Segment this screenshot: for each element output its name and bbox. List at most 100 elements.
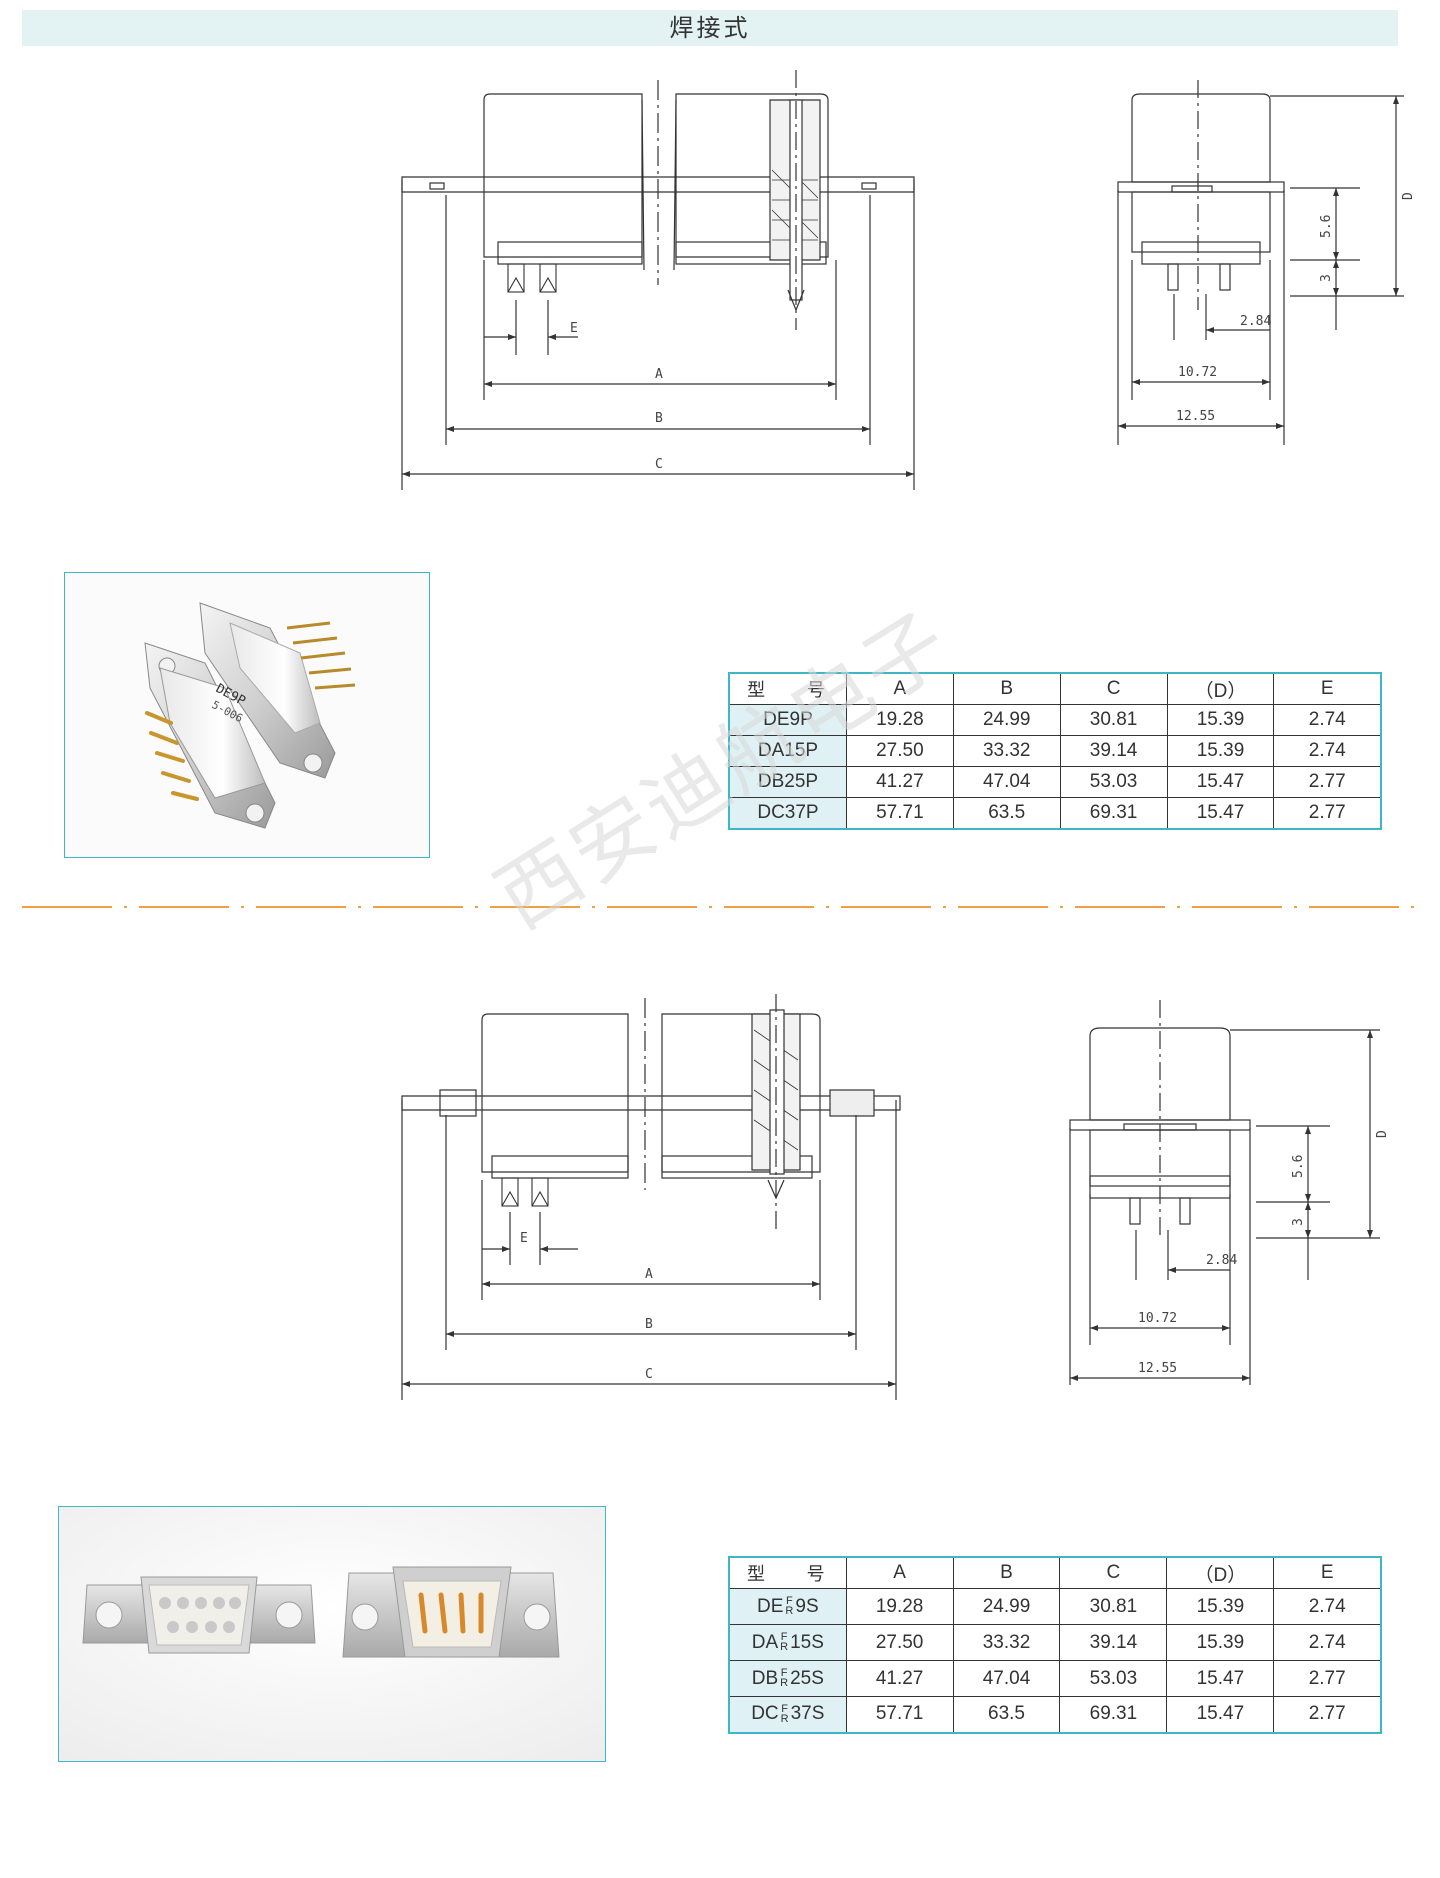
value-cell: 15.47 xyxy=(1166,1696,1275,1733)
value-cell: 57.71 xyxy=(845,1696,954,1733)
dim-label-c: C xyxy=(645,1367,653,1382)
value-cell: 15.39 xyxy=(1166,704,1275,736)
table-header-cell: B xyxy=(952,672,1061,705)
value-cell: 69.31 xyxy=(1059,1696,1168,1733)
value-cell: 2.77 xyxy=(1273,1696,1382,1733)
dim-label-pin: 2.84 xyxy=(1206,1253,1237,1268)
value-cell: 2.74 xyxy=(1273,704,1382,736)
table-row: DC37P 57.71 63.5 69.31 15.47 2.77 xyxy=(728,797,1382,830)
model-prefix: DA xyxy=(751,1631,779,1653)
value-cell: 47.04 xyxy=(952,1660,1061,1697)
model-cell: DB25P xyxy=(728,766,847,798)
dim-label-a: A xyxy=(655,367,663,382)
model-suffix: 15S xyxy=(790,1631,824,1653)
dim-label-e: E xyxy=(570,321,578,336)
model-suffix: 37S xyxy=(790,1703,825,1725)
dim-label-d: D xyxy=(1375,1130,1390,1138)
value-cell: 2.77 xyxy=(1273,797,1382,830)
page-title: 焊接式 xyxy=(22,10,1398,46)
model-cell: DA15P xyxy=(728,735,847,767)
value-cell: 15.39 xyxy=(1166,1624,1275,1661)
dim-label-b: B xyxy=(645,1317,653,1332)
table-header-cell: 型 号 xyxy=(728,1556,847,1589)
value-cell: 30.81 xyxy=(1059,1588,1168,1625)
value-cell: 24.99 xyxy=(952,704,1061,736)
value-cell: 2.77 xyxy=(1273,766,1382,798)
dim-label-h2: 3 xyxy=(1319,274,1334,282)
value-cell: 57.71 xyxy=(845,797,954,830)
technical-drawing-male: E A B C D 5.6 3 2.84 10.72 12.55 xyxy=(0,60,1440,500)
model-variant-f: F xyxy=(786,1595,793,1608)
value-cell: 41.27 xyxy=(845,1660,954,1697)
dim-label-b: B xyxy=(655,411,663,426)
value-cell: 53.03 xyxy=(1059,766,1168,798)
value-cell: 15.47 xyxy=(1166,766,1275,798)
value-cell: 69.31 xyxy=(1059,797,1168,830)
model-suffix: 25S xyxy=(790,1667,824,1689)
value-cell: 15.39 xyxy=(1166,735,1275,767)
value-cell: 2.74 xyxy=(1273,1588,1382,1625)
model-suffix: 9S xyxy=(795,1595,819,1617)
table-header-cell: A xyxy=(845,1556,954,1589)
value-cell: 30.81 xyxy=(1059,704,1168,736)
value-cell: 2.74 xyxy=(1273,735,1382,767)
dim-label-pin: 2.84 xyxy=(1240,314,1271,329)
table-header-cell: A xyxy=(845,672,954,705)
product-photo-male: DE9P 5-006 xyxy=(64,572,430,858)
section-divider xyxy=(22,906,1418,908)
table-header-row: 型 号 A B C （D） E xyxy=(728,1556,1382,1589)
dim-label-h1: 5.6 xyxy=(1291,1155,1306,1178)
value-cell: 2.74 xyxy=(1273,1624,1382,1661)
value-cell: 47.04 xyxy=(952,766,1061,798)
value-cell: 27.50 xyxy=(845,1624,954,1661)
dim-label-outer: 12.55 xyxy=(1138,1361,1177,1376)
model-variant-r: R xyxy=(780,1677,789,1690)
model-cell: DC37P xyxy=(728,797,847,830)
table-header-cell: 型 号 xyxy=(728,672,847,705)
value-cell: 39.14 xyxy=(1059,735,1168,767)
table-header-cell: （D） xyxy=(1166,672,1275,705)
dim-label-c: C xyxy=(655,457,663,472)
dim-label-inner: 10.72 xyxy=(1178,365,1217,380)
value-cell: 39.14 xyxy=(1059,1624,1168,1661)
dim-label-h1: 5.6 xyxy=(1319,215,1334,238)
product-photo-female xyxy=(58,1506,606,1762)
value-cell: 63.5 xyxy=(952,797,1061,830)
dim-label-d: D xyxy=(1401,192,1416,200)
value-cell: 63.5 xyxy=(952,1696,1061,1733)
value-cell: 41.27 xyxy=(845,766,954,798)
value-cell: 15.39 xyxy=(1166,1588,1275,1625)
value-cell: 24.99 xyxy=(952,1588,1061,1625)
table-header-row: 型 号 A B C （D） E xyxy=(728,672,1382,705)
technical-drawing-female: E A B C D 5.6 3 2.84 10.72 12.55 xyxy=(0,990,1440,1410)
dim-label-outer: 12.55 xyxy=(1176,409,1215,424)
model-prefix: DC xyxy=(751,1703,779,1725)
dim-label-a: A xyxy=(645,1267,653,1282)
value-cell: 2.77 xyxy=(1273,1660,1382,1697)
model-variant-r: R xyxy=(780,1713,789,1726)
value-cell: 33.32 xyxy=(952,735,1061,767)
value-cell: 33.32 xyxy=(952,1624,1061,1661)
dim-label-e: E xyxy=(520,1231,528,1246)
table-header-cell: B xyxy=(952,1556,1061,1589)
table-header-cell: E xyxy=(1273,672,1382,705)
dimension-table-male: 型 号 A B C （D） E DE9P 19.28 24.99 30.81 1… xyxy=(728,672,1382,830)
model-cell: DE9P xyxy=(728,704,847,736)
value-cell: 19.28 xyxy=(845,1588,954,1625)
table-row: DB25P 41.27 47.04 53.03 15.47 2.77 xyxy=(728,766,1382,798)
table-header-cell: E xyxy=(1273,1556,1382,1589)
dim-label-h2: 3 xyxy=(1291,1218,1306,1226)
dim-label-inner: 10.72 xyxy=(1138,1311,1177,1326)
table-header-cell: C xyxy=(1059,672,1168,705)
model-variant-r: R xyxy=(785,1605,794,1618)
table-row: DA15P 27.50 33.32 39.14 15.39 2.74 xyxy=(728,735,1382,767)
value-cell: 15.47 xyxy=(1166,797,1275,830)
model-variant-r: R xyxy=(780,1641,789,1654)
